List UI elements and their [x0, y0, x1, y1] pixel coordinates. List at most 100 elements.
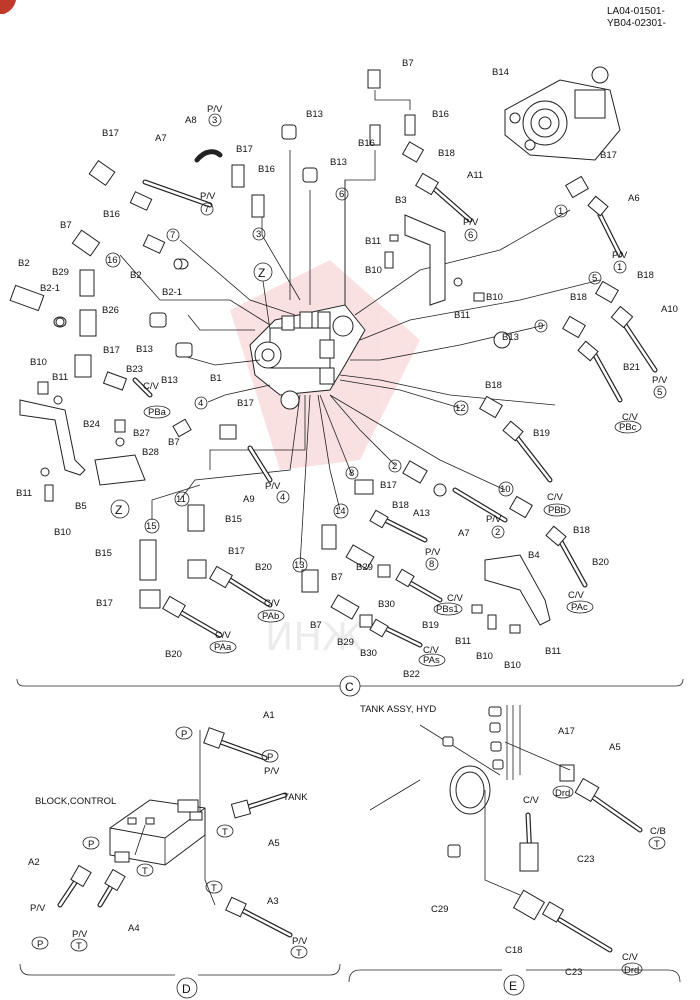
label-b2: B2: [18, 258, 30, 269]
label-b15: B15: [225, 514, 242, 525]
svg-text:16: 16: [107, 255, 118, 266]
label-b11: B11: [365, 236, 381, 247]
svg-text:Z: Z: [258, 266, 265, 280]
hydraulic-tank: [419, 705, 521, 858]
svg-text:P/V: P/V: [652, 375, 668, 386]
label-b13: B13: [502, 332, 519, 343]
label-b20: B20: [592, 557, 609, 568]
label-b2-1: B2-1: [162, 287, 182, 298]
label-b17: B17: [103, 345, 120, 356]
svg-text:PBb: PBb: [548, 505, 566, 516]
label-b10: B10: [54, 527, 71, 538]
label-b7: B7: [331, 572, 343, 583]
control-valve-block: [249, 304, 366, 410]
label-b18: B18: [485, 380, 502, 391]
label-b26: B26: [102, 305, 119, 316]
label-b29: B29: [52, 267, 69, 278]
svg-text:A5: A5: [268, 838, 280, 849]
svg-text:PAa: PAa: [214, 642, 232, 653]
svg-text:C/V: C/V: [264, 598, 281, 609]
label-a9: A9: [243, 494, 255, 505]
svg-text:PBs1: PBs1: [436, 604, 459, 615]
label-b17: B17: [96, 598, 113, 609]
label-b29: B29: [337, 637, 354, 648]
svg-text:PBa: PBa: [148, 407, 167, 418]
label-b13: B13: [161, 375, 178, 386]
circled-reference-numbers: 1 2 3 4 5 6 7 8 9 10 11 12 13 14 15 16: [105, 187, 602, 573]
svg-text:T: T: [654, 839, 660, 850]
label-b10: B10: [476, 651, 493, 662]
svg-text:P/V: P/V: [264, 766, 280, 777]
svg-text:C/V: C/V: [622, 952, 639, 963]
svg-text:PBc: PBc: [619, 422, 637, 433]
label-a11: A11: [467, 170, 483, 181]
svg-text:1: 1: [617, 262, 622, 273]
tank-assy-title: TANK ASSY, HYD: [360, 704, 436, 715]
label-b18: B18: [438, 148, 455, 159]
svg-text:7: 7: [204, 204, 209, 215]
label-b10: B10: [365, 265, 382, 276]
label-b10: B10: [486, 292, 503, 303]
label-b2: B2: [130, 270, 142, 281]
label-b23: B23: [126, 364, 143, 375]
svg-text:6: 6: [339, 189, 344, 200]
label-b17: B17: [600, 150, 617, 161]
label-b21: B21: [623, 362, 640, 373]
label-b11: B11: [545, 646, 561, 657]
svg-text:11: 11: [176, 494, 186, 505]
svg-text:C/V: C/V: [215, 630, 232, 641]
svg-text:A5: A5: [609, 742, 621, 753]
block-control: [109, 799, 206, 866]
label-b22: B22: [403, 669, 420, 680]
label-b16: B16: [432, 109, 449, 120]
svg-text:A1: A1: [263, 710, 275, 721]
label-b10: B10: [504, 660, 521, 671]
section-e-frame: E: [348, 969, 681, 996]
svg-text:PAs: PAs: [423, 655, 440, 666]
label-b7: B7: [402, 58, 414, 69]
svg-text:6: 6: [468, 230, 473, 241]
label-b17: B17: [228, 546, 245, 557]
svg-text:4: 4: [280, 492, 285, 503]
label-b29: B29: [356, 562, 373, 573]
fittings-section-c: [9, 69, 634, 638]
label-b11: B11: [52, 372, 68, 383]
section-e-label: E: [509, 979, 517, 993]
label-b17: B17: [380, 480, 397, 491]
label-b18: B18: [573, 525, 590, 536]
o-ring: [173, 258, 183, 270]
svg-text:C/V: C/V: [523, 795, 540, 806]
label-a13: A13: [413, 508, 430, 519]
label-b28: B28: [142, 447, 159, 458]
svg-text:PAc: PAc: [571, 602, 588, 613]
label-b11: B11: [454, 310, 470, 321]
part-labels-c: B7 B14 B13 B16 B16 B18 B13 B17 B17 A7 A8…: [16, 58, 678, 680]
svg-text:C23: C23: [577, 854, 594, 865]
label-b30: B30: [378, 599, 395, 610]
svg-text:P/V: P/V: [463, 217, 479, 228]
svg-text:C18: C18: [505, 945, 522, 956]
svg-text:Z: Z: [115, 503, 122, 517]
svg-text:P/V: P/V: [200, 191, 216, 202]
svg-text:P/V: P/V: [425, 547, 441, 558]
label-b2-1: B2-1: [40, 283, 60, 294]
svg-text:14: 14: [335, 506, 346, 517]
svg-text:Drd: Drd: [624, 965, 639, 976]
svg-text:2: 2: [495, 527, 500, 538]
svg-text:C29: C29: [431, 904, 448, 915]
label-a8: A8: [185, 115, 197, 126]
svg-text:P/V: P/V: [612, 250, 628, 261]
leader-lines-e: [369, 741, 571, 896]
z-view-marker: Z Z: [110, 262, 273, 519]
section-c-label: C: [345, 680, 354, 694]
label-b13: B13: [306, 109, 323, 120]
section-d-frame: D: [19, 963, 341, 999]
labels-section-d: A1 P P P/V TANK T A5 P T A2 T A3 A4 P/V …: [28, 710, 308, 959]
label-b17: B17: [236, 144, 253, 155]
label-b18: B18: [637, 270, 654, 281]
label-b30: B30: [360, 648, 377, 659]
svg-text:P/V: P/V: [30, 903, 46, 914]
label-b18: B18: [570, 292, 587, 303]
svg-text:A4: A4: [128, 923, 140, 934]
